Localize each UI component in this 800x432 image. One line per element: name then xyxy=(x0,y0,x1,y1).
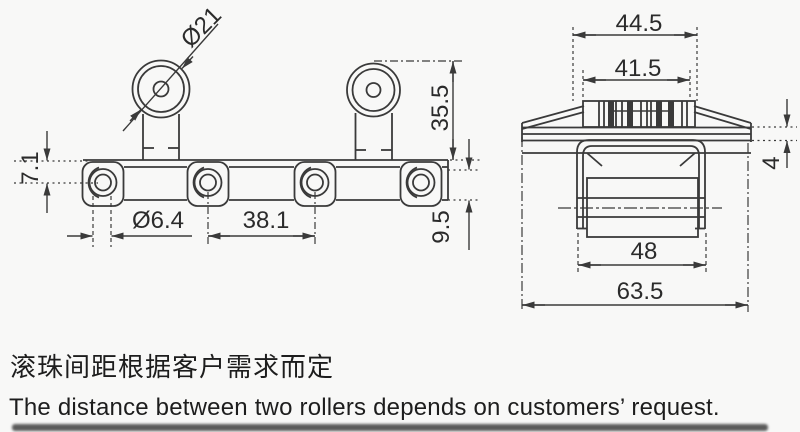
dim-height-to-rail: 35.5 xyxy=(427,85,454,132)
end-view xyxy=(521,100,752,238)
dim-rail-top-to-pin: 7.1 xyxy=(17,151,44,184)
dim-top-width: 44.5 xyxy=(616,10,663,37)
roller-posts xyxy=(142,113,393,160)
dim-overall-width: 63.5 xyxy=(617,278,664,305)
dim-rail-height: 9.5 xyxy=(428,210,455,243)
dim-plate-thickness: 4 xyxy=(758,156,785,169)
end-roller xyxy=(558,177,722,238)
dim-roller-diameter: Ø21 xyxy=(176,2,227,53)
end-view-dimensions xyxy=(521,27,797,312)
dim-rail-height-lines xyxy=(448,139,480,250)
side-view xyxy=(81,59,449,207)
dim-plate-thickness-lines xyxy=(752,99,797,168)
note-english: The distance between two rollers depends… xyxy=(9,394,720,421)
top-roller-right xyxy=(346,62,401,118)
side-view-dimensions xyxy=(14,23,480,250)
dim-overall-width-lines xyxy=(521,137,749,312)
dim-roller-diameter-leader xyxy=(122,23,219,132)
dim-spline-width: 41.5 xyxy=(615,55,662,82)
dim-roller-pitch: 38.1 xyxy=(243,207,290,234)
stirrup-bracket xyxy=(576,139,706,230)
dim-pitch-lines xyxy=(207,192,316,247)
chain-rail xyxy=(83,159,449,201)
dim-roller-width: 48 xyxy=(631,238,658,265)
dim-height-lines xyxy=(374,60,480,161)
top-roller-left xyxy=(131,59,191,119)
dim-top-width-lines xyxy=(572,27,698,101)
dim-roller-width-lines xyxy=(577,233,707,272)
technical-drawing: Ø21 7.1 Ø6.4 38.1 35.5 9.5 xyxy=(14,2,797,312)
spline-block xyxy=(582,100,696,128)
dim-rail-top-to-pin xyxy=(14,131,98,213)
dim-pin-diameter: Ø6.4 xyxy=(132,207,184,234)
dim-pin-diameter-lines xyxy=(67,196,192,247)
cropped-next-line-bar xyxy=(12,424,768,431)
note-chinese: 滚珠间距根据客户需求而定 xyxy=(10,352,335,382)
